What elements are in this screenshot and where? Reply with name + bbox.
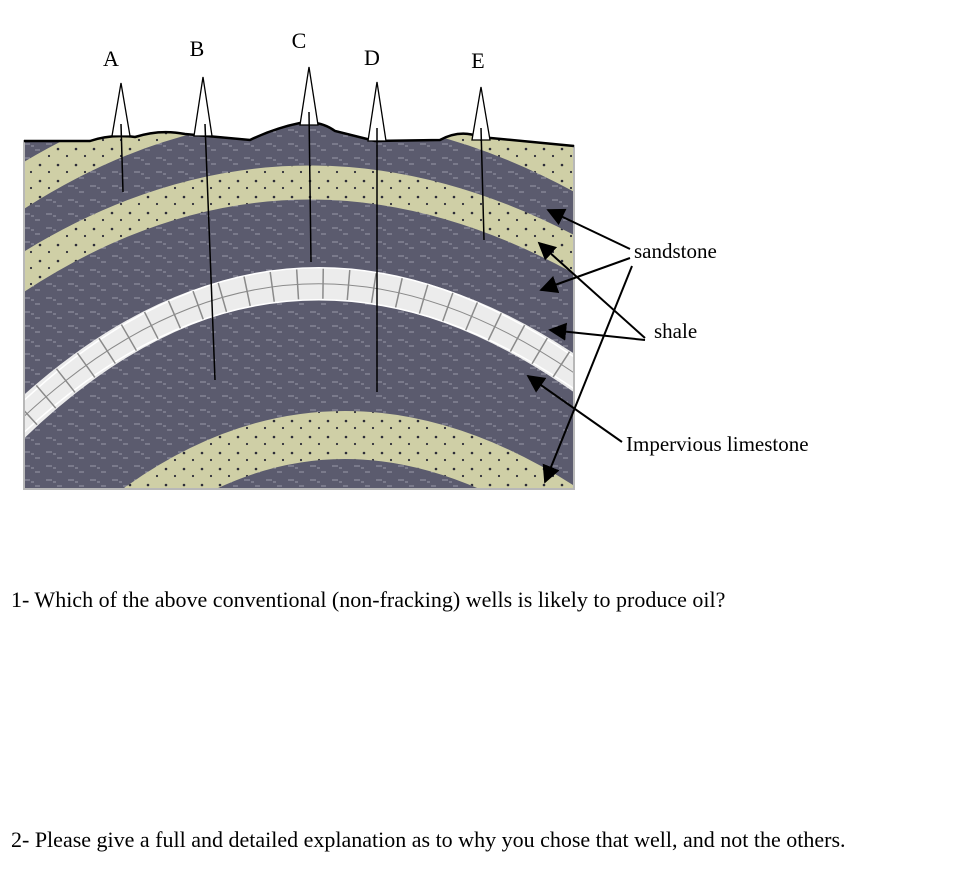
derrick-icon [193,76,213,137]
arrow-shale-lower [548,322,646,341]
borehole [308,111,312,263]
well-b: B [190,36,216,381]
legend-limestone-label: Impervious limestone [626,432,809,456]
legend-shale-label: shale [654,319,697,343]
question-1: 1- Which of the above conventional (non-… [11,587,726,612]
well-label: A [103,46,119,71]
arrow-sandstone-upper [546,208,631,250]
limestone-brick-outline [24,267,574,467]
well-label: E [471,48,484,73]
arrow-sandstone-middle [539,257,631,293]
rock-block [24,122,574,489]
question-2: 2- Please give a full and detailed expla… [11,827,846,852]
sandstone-texture-upper [24,122,574,266]
borehole [204,123,216,381]
anticline-cross-section-diagram: A B C D E sandstone shale Impervious lim… [23,28,809,490]
arrow-sandstone-lower [542,265,633,484]
well-d: D [364,45,387,392]
legend-sandstone-label: sandstone [634,239,717,263]
well-label: B [190,36,205,61]
well-c: C [292,28,319,263]
borehole [480,127,485,241]
well-e: E [471,48,491,241]
borehole [120,123,124,193]
well-label: D [364,45,380,70]
arrow-limestone [526,374,623,443]
limestone-brick-course [24,283,574,451]
arrow-shale-upper [537,241,646,339]
sandstone-texture-middle [24,165,574,351]
legend-arrows [526,208,646,484]
well-a: A [103,46,131,193]
well-label: C [292,28,307,53]
sandstone-texture-lower [24,411,574,489]
